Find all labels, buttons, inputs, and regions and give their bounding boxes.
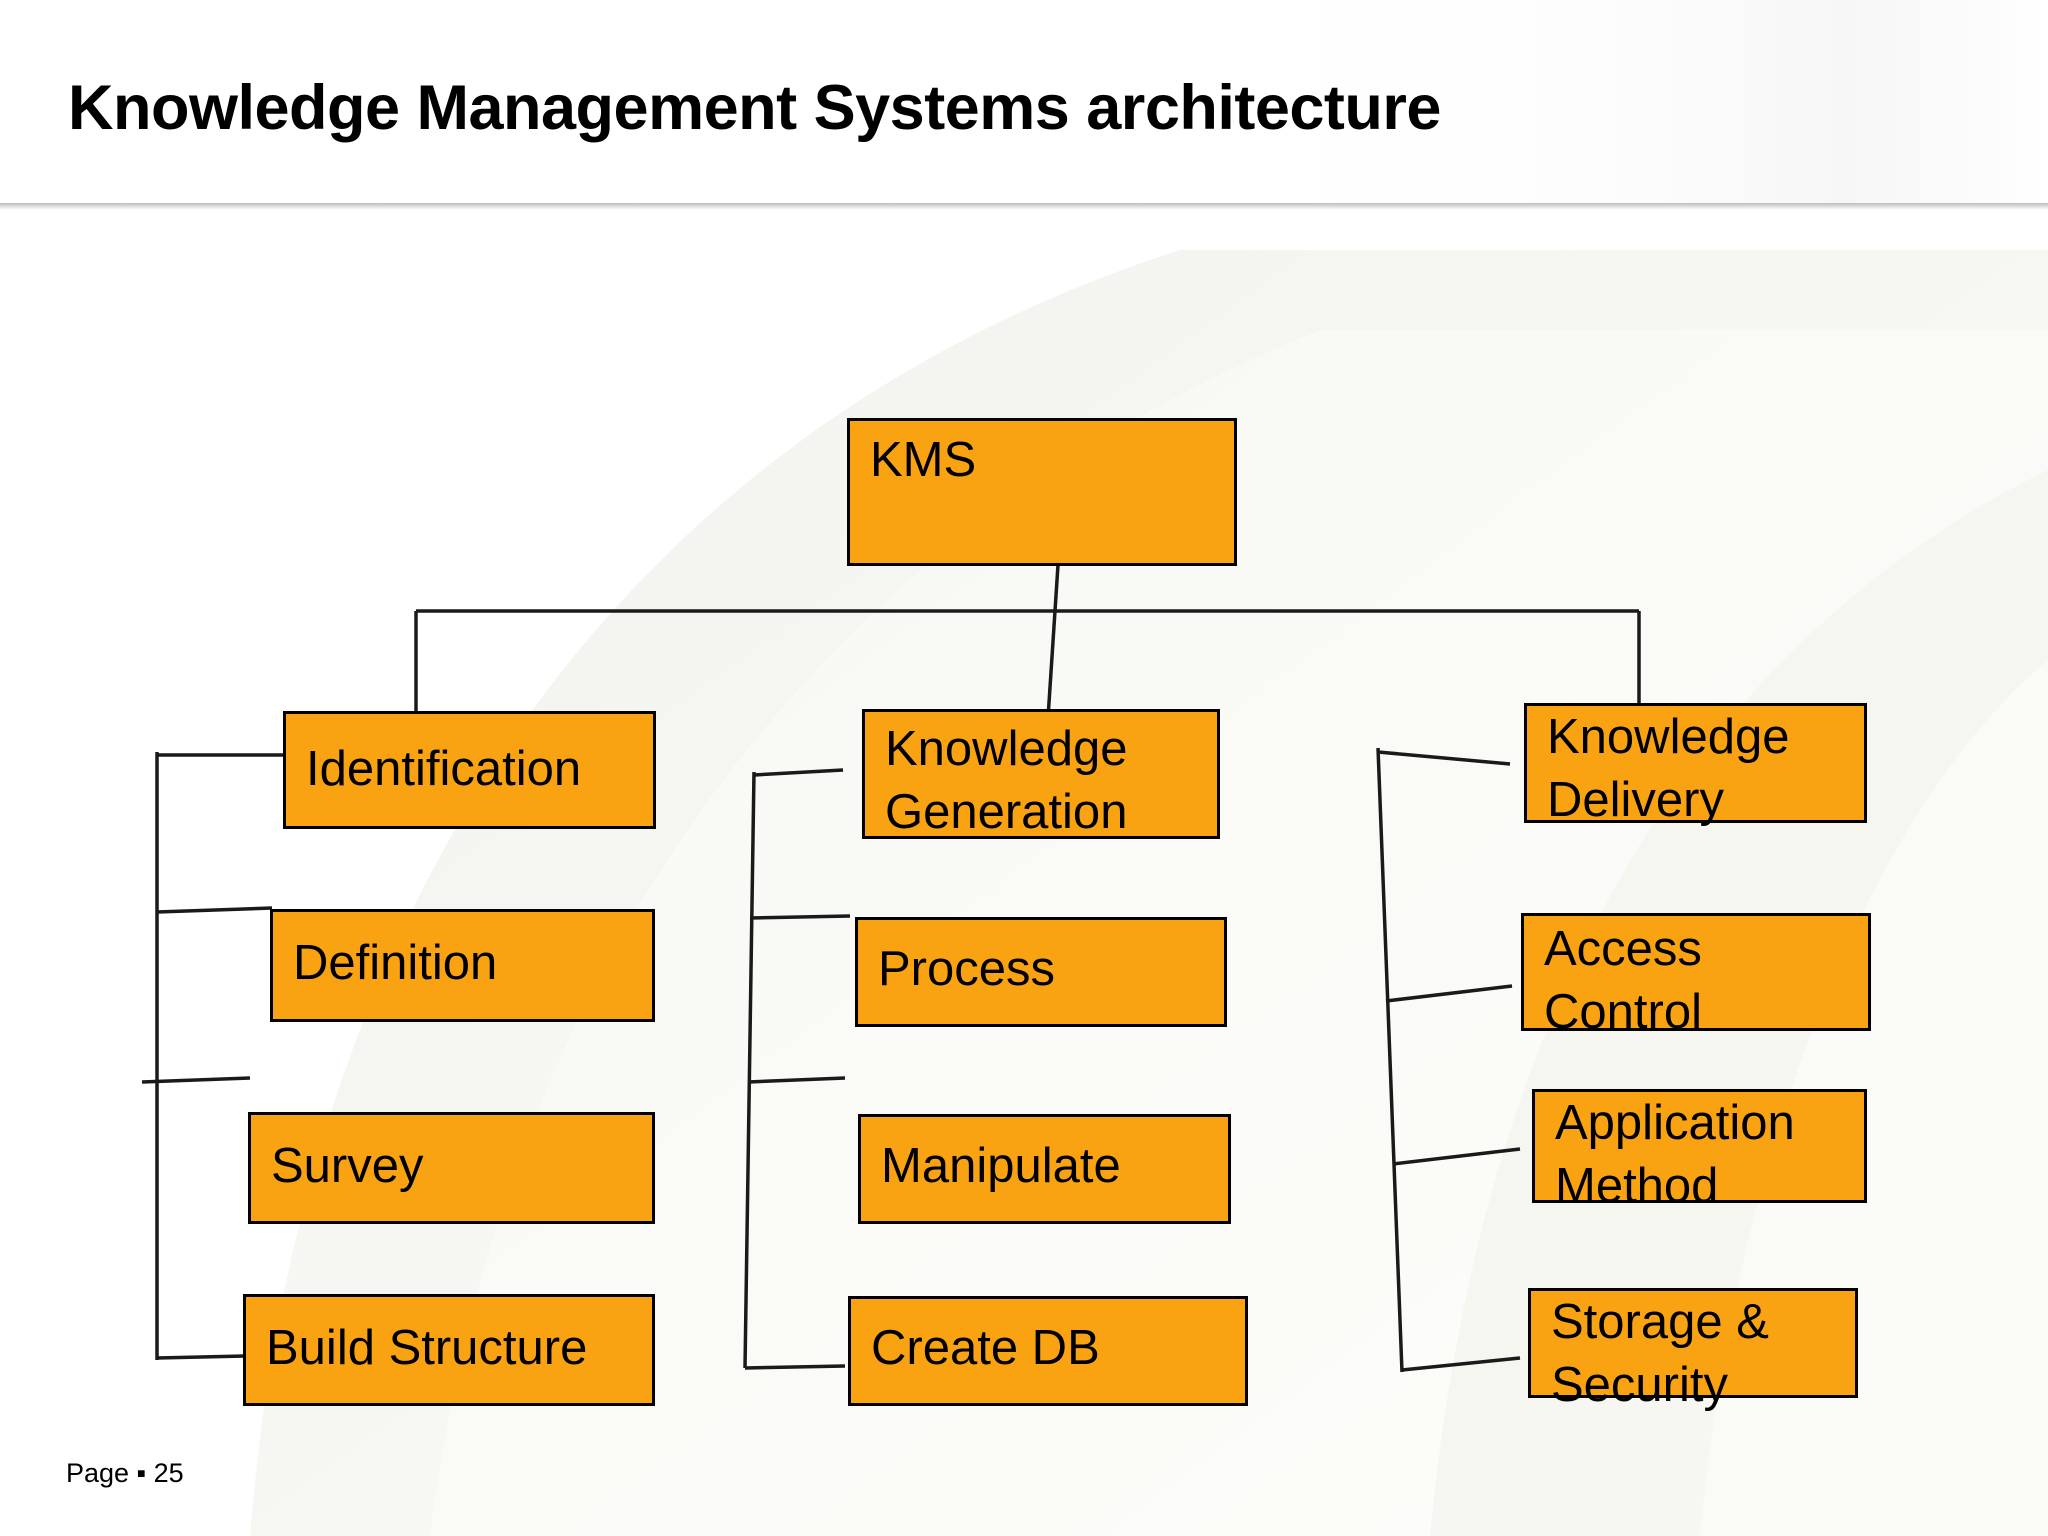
node-application-method[interactable]: Application Method: [1532, 1089, 1867, 1213]
connector-process-stub: [749, 914, 851, 920]
connector-create-db-stub: [744, 1364, 846, 1370]
connector-spine-knowledge-generation: [743, 771, 756, 1369]
connector-access-control-stub: [1385, 984, 1513, 1003]
connector-application-method-stub: [1392, 1147, 1521, 1166]
node-create-db[interactable]: Create DB: [848, 1296, 1248, 1406]
connector-knowledge-delivery-stub: [1377, 750, 1511, 766]
page-title: Knowledge Management Systems architectur…: [68, 73, 1441, 143]
connector-definition-stub: [156, 906, 273, 914]
page-footer: Page ▪ 25: [66, 1458, 184, 1488]
connector-knowledge-generation-stub: [753, 768, 844, 777]
node-identification[interactable]: Identification: [283, 711, 656, 829]
connector-kms-to-knowledge-generation: [1046, 564, 1060, 719]
node-knowledge-delivery[interactable]: Knowledge Delivery: [1524, 703, 1867, 827]
connector-survey-stub: [141, 1076, 251, 1084]
node-survey[interactable]: Survey: [248, 1112, 655, 1224]
title-bar-divider: [0, 203, 2048, 210]
connector-storage-security-stub: [1401, 1356, 1521, 1372]
connector-manipulate-stub: [747, 1076, 846, 1084]
node-build-structure[interactable]: Build Structure: [243, 1294, 655, 1406]
node-storage-security[interactable]: Storage & Security: [1528, 1288, 1858, 1412]
connector-build-structure-stub: [156, 1354, 246, 1360]
node-manipulate[interactable]: Manipulate: [858, 1114, 1231, 1224]
node-access-control[interactable]: Access Control: [1521, 913, 1871, 1039]
node-definition[interactable]: Definition: [270, 909, 655, 1022]
connector-spine-knowledge-delivery: [1376, 747, 1404, 1373]
title-bar-background: [0, 0, 2048, 207]
node-process[interactable]: Process: [855, 917, 1227, 1027]
node-kms[interactable]: KMS: [847, 418, 1237, 566]
node-knowledge-generation[interactable]: Knowledge Generation: [862, 709, 1220, 839]
